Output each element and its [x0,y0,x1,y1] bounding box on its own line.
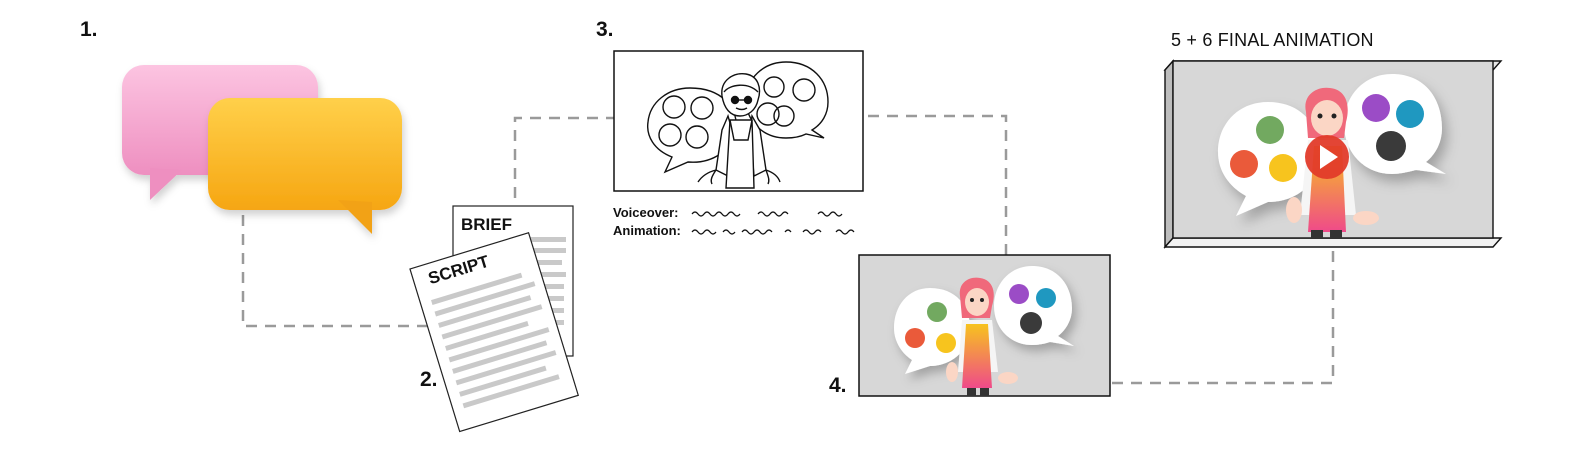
step-4-number: 4. [829,374,847,397]
final-animation-title: 5 + 6 FINAL ANIMATION [1171,30,1374,50]
voiceover-label: Voiceover: [613,205,679,220]
brief-title: BRIEF [461,215,512,234]
step-3-number: 3. [596,18,614,41]
animation-label: Animation: [613,223,681,238]
step-1-number: 1. [80,18,98,41]
step-2-number: 2. [420,368,438,391]
